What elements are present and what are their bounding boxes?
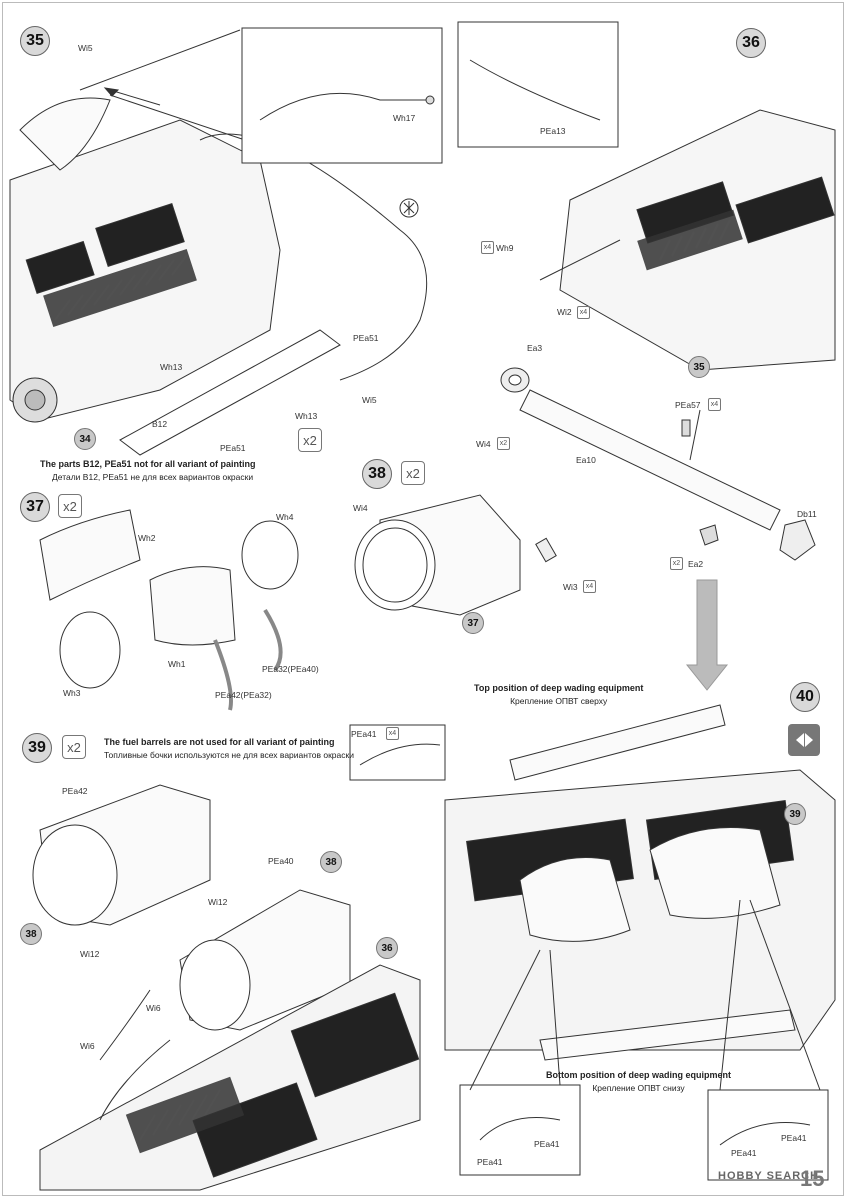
label-pea41-top: PEa41 bbox=[351, 729, 377, 739]
label-wi4-b: Wi4 bbox=[353, 503, 368, 513]
label-pea42-b: PEa42 bbox=[62, 786, 88, 796]
label-wh4: Wh4 bbox=[276, 512, 294, 522]
page-number: 15 bbox=[800, 1166, 825, 1191]
multiplier-wi2: x4 bbox=[577, 306, 590, 319]
label-wi4: Wi4 bbox=[476, 439, 491, 449]
label-wh17: Wh17 bbox=[393, 113, 416, 123]
ref-38-b: 38 bbox=[20, 923, 42, 945]
ref-39: 39 bbox=[784, 803, 806, 825]
note-top-en: Top position of deep wading equipment bbox=[474, 683, 644, 693]
down-arrow-icon bbox=[685, 579, 729, 691]
label-wh13-a: Wh13 bbox=[160, 362, 183, 372]
label-pea41-b: PEa41 bbox=[477, 1157, 503, 1167]
multiplier-39: x2 bbox=[62, 735, 86, 759]
note-top-ru: Крепление ОПВТ сверху bbox=[510, 696, 608, 706]
multiplier-37: x2 bbox=[58, 494, 82, 518]
note-barrels-en: The fuel barrels are not used for all va… bbox=[104, 737, 335, 747]
multiplier-pea41: x4 bbox=[386, 727, 399, 740]
ref-37: 37 bbox=[462, 612, 484, 634]
multiplier-wi3: x4 bbox=[583, 580, 596, 593]
note-bottom-ru: Крепление ОПВТ снизу bbox=[592, 1083, 685, 1093]
multiplier-ea2: x2 bbox=[670, 557, 683, 570]
inset-details bbox=[259, 59, 601, 121]
ref-36: 36 bbox=[376, 937, 398, 959]
label-ea10: Ea10 bbox=[576, 455, 596, 465]
watermark: HOBBY SEARCH bbox=[718, 1170, 820, 1182]
rotate-view-icon bbox=[788, 724, 820, 756]
barrels-step39 bbox=[32, 784, 421, 1191]
label-db11: Db11 bbox=[797, 509, 817, 519]
note-b12-ru: Детали B12, PEa51 не для всех вариантов … bbox=[52, 472, 254, 482]
tube-ea10 bbox=[500, 367, 816, 561]
multiplier-wi4: x2 bbox=[497, 437, 510, 450]
note-b12-en: The parts B12, PEa51 not for all variant… bbox=[40, 459, 256, 469]
ref-38-a: 38 bbox=[320, 851, 342, 873]
hull-step36 bbox=[559, 109, 836, 371]
label-wi5-b: Wi5 bbox=[362, 395, 377, 405]
label-wh9: Wh9 bbox=[496, 243, 514, 253]
barrel-step38 bbox=[354, 494, 557, 616]
ref-34: 34 bbox=[74, 428, 96, 450]
note-barrels: The fuel barrels are not used for all va… bbox=[104, 737, 354, 760]
note-b12: The parts B12, PEa51 not for all variant… bbox=[40, 459, 256, 482]
note-barrels-ru: Топливные бочки используются не для всех… bbox=[104, 750, 354, 760]
assembly-step40 bbox=[349, 704, 836, 1181]
step-38-badge: 38 bbox=[362, 459, 392, 489]
label-pea41-d: PEa41 bbox=[731, 1148, 757, 1158]
hull-step35 bbox=[9, 29, 428, 456]
label-pea51-a: PEa51 bbox=[353, 333, 379, 343]
label-b12: B12 bbox=[152, 419, 168, 429]
label-pea40: PEa40 bbox=[268, 856, 294, 866]
label-wi6-b: Wi6 bbox=[80, 1041, 95, 1051]
multiplier-pea57: x4 bbox=[708, 398, 721, 411]
note-top-position: Top position of deep wading equipment Кр… bbox=[474, 683, 643, 706]
label-pea51-b: PEa51 bbox=[220, 443, 246, 453]
label-wi5-top: Wi5 bbox=[78, 43, 93, 53]
label-wi6-a: Wi6 bbox=[146, 1003, 161, 1013]
step-36-badge: 36 bbox=[736, 28, 766, 58]
note-bottom-en: Bottom position of deep wading equipment bbox=[546, 1070, 731, 1080]
ref-35: 35 bbox=[688, 356, 710, 378]
label-pea41-c: PEa41 bbox=[781, 1133, 807, 1143]
label-wh1: Wh1 bbox=[168, 659, 186, 669]
step-35-badge: 35 bbox=[20, 26, 50, 56]
multiplier-38: x2 bbox=[401, 461, 425, 485]
label-pea32: PEa32(PEa40) bbox=[262, 664, 319, 674]
step-37-badge: 37 bbox=[20, 492, 50, 522]
step-40-badge: 40 bbox=[790, 682, 820, 712]
label-wh3: Wh3 bbox=[63, 688, 81, 698]
label-wi3: Wi3 bbox=[563, 582, 578, 592]
label-wh13-b: Wh13 bbox=[295, 411, 318, 421]
label-wh2: Wh2 bbox=[138, 533, 156, 543]
step-39-badge: 39 bbox=[22, 733, 52, 763]
multiplier-35: x2 bbox=[298, 428, 322, 452]
label-pea41-a: PEa41 bbox=[534, 1139, 560, 1149]
label-ea3: Ea3 bbox=[527, 343, 543, 353]
label-pea13: PEa13 bbox=[540, 126, 566, 136]
label-pea57: PEa57 bbox=[675, 400, 701, 410]
label-ea2: Ea2 bbox=[688, 559, 704, 569]
label-wi12-a: Wi12 bbox=[208, 897, 228, 907]
label-wi12-b: Wi12 bbox=[80, 949, 100, 959]
label-wi2: Wi2 bbox=[557, 307, 572, 317]
barrel-parts-step37 bbox=[39, 509, 299, 711]
multiplier-wh9: x4 bbox=[481, 241, 494, 254]
label-pea42: PEa42(PEa32) bbox=[215, 690, 272, 700]
note-bottom-position: Bottom position of deep wading equipment… bbox=[546, 1070, 731, 1093]
